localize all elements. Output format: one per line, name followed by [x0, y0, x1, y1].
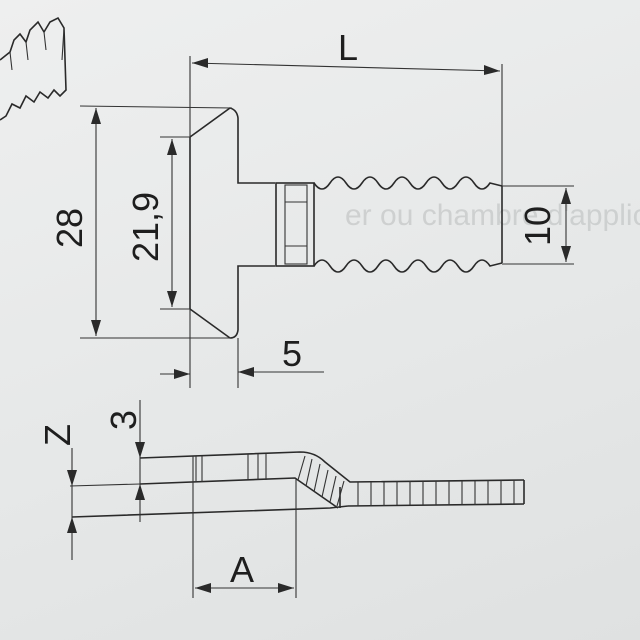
label-flange-thickness: 5	[282, 333, 302, 374]
label-outer-height: 28	[49, 208, 90, 248]
dimension-distance: A	[192, 456, 297, 598]
lug-top-view	[189, 107, 503, 339]
label-length: L	[338, 27, 358, 68]
label-inner-height: 21,9	[125, 192, 166, 262]
dimension-offset: Z	[37, 424, 141, 560]
lug-side-view	[71, 451, 525, 518]
dimension-shank-height: 10	[502, 185, 574, 265]
label-thickness: 3	[103, 410, 144, 430]
dimension-flange-thickness: 5	[160, 309, 324, 388]
label-offset: Z	[37, 424, 78, 446]
label-shank-height: 10	[517, 206, 558, 246]
bleed-through-text: er ou chambre d'application	[345, 199, 640, 232]
label-distance: A	[230, 549, 254, 590]
dimension-thickness: 3	[103, 400, 145, 522]
partial-lug-fragment	[0, 16, 67, 121]
barrel-rings	[357, 480, 515, 506]
dimension-inner-height: 21,9	[125, 136, 190, 310]
dimension-length: L	[189, 27, 503, 186]
dimension-outer-height: 28	[49, 105, 233, 339]
